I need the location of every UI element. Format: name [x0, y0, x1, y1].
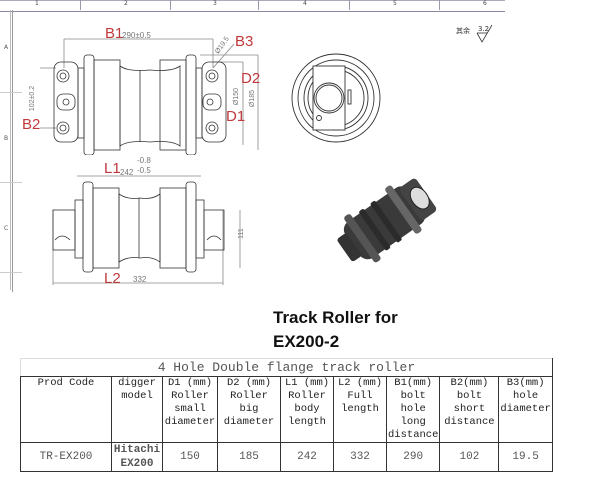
zone-divider [170, 0, 171, 10]
label-l2: L2 [104, 270, 121, 287]
zone-number: 6 [483, 0, 487, 7]
dim-b1: 290±0.5 [122, 31, 151, 40]
cell-l2: 332 [333, 442, 387, 472]
zone-number: 5 [393, 0, 397, 7]
cell-b3: 19.5 [498, 442, 553, 472]
roller-3d-render [337, 178, 437, 263]
spec-table: 4 Hole Double flange track roller Prod C… [20, 358, 553, 472]
roller-top-view [40, 38, 259, 155]
surface-finish-symbol-icon [476, 24, 493, 43]
surface-finish-value: 3.2 [478, 25, 490, 33]
label-b2: B2 [22, 116, 41, 133]
zone-divider [439, 0, 440, 10]
row-letter: A [4, 44, 9, 51]
title-line-2: EX200-2 [273, 332, 340, 351]
row-divider [0, 182, 22, 183]
label-d1: D1 [226, 108, 246, 125]
zone-divider [80, 0, 81, 10]
title-line-1: Track Roller for [273, 308, 398, 327]
zone-number: 4 [303, 0, 307, 7]
cell-b1: 290 [385, 442, 441, 472]
page-title: Track Roller for EX200-2 [273, 306, 398, 354]
row-divider [0, 92, 22, 93]
dim-l1-tol-upper: -0.8 [137, 156, 151, 165]
dim-d2: Ø185 [249, 89, 257, 108]
technical-drawing: 1 2 3 4 5 6 A B C 其余 3.2 [0, 0, 505, 292]
zone-number: 3 [213, 0, 217, 7]
dim-height: 111 [237, 228, 245, 239]
roller-side-view [291, 53, 381, 143]
table-caption: 4 Hole Double flange track roller [20, 358, 553, 377]
cell-d1: 150 [162, 442, 218, 472]
dim-d1: Ø150 [233, 87, 241, 106]
row-letter: B [4, 135, 9, 142]
label-d2: D2 [241, 70, 261, 87]
frame-border [10, 10, 11, 290]
zone-bar [0, 0, 505, 12]
header-prod-code: Prod Code [20, 376, 112, 443]
roller-front-view [52, 175, 241, 285]
cell-prod-code: TR-EX200 [20, 442, 112, 472]
label-b1: B1 [105, 25, 124, 42]
zone-number: 2 [124, 0, 128, 7]
zone-divider [258, 0, 259, 10]
cell-b2: 102 [439, 442, 500, 472]
frame-border [12, 10, 13, 292]
surface-finish-label: 其余 [456, 27, 470, 35]
dim-b2: 102±0.2 [29, 85, 37, 112]
zone-divider [349, 0, 350, 10]
row-letter: C [4, 225, 9, 232]
cell-l1: 242 [280, 442, 334, 472]
dim-l2: 332 [133, 275, 147, 284]
dim-l1: 242 [120, 168, 134, 177]
zone-number: 1 [35, 0, 39, 7]
dim-l1-tol-lower: -0.5 [137, 166, 151, 175]
label-l1: L1 [104, 160, 121, 177]
label-b3: B3 [235, 33, 254, 50]
cell-d2: 185 [217, 442, 281, 472]
row-divider [0, 272, 22, 273]
